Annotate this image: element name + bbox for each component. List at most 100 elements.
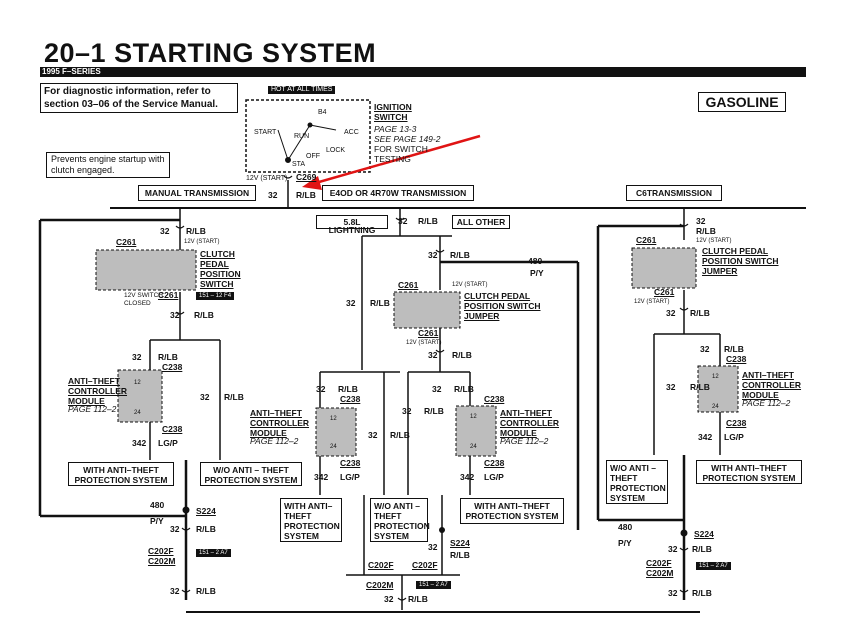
wire-342-ml: 342 <box>314 472 329 482</box>
with-antitheft-right: WITH ANTI–THEFT PROTECTION SYSTEM <box>696 460 802 484</box>
wire-32-left: 32 <box>160 226 170 236</box>
wire-342-mr: 342 <box>460 472 475 482</box>
wire-32-left-4: 32 <box>170 586 180 596</box>
wire-rlb-at-mr: R/LB <box>454 384 474 394</box>
connector-c238-left-lower: C238 <box>162 424 183 434</box>
connector-c202f-mr: C202F <box>412 560 438 570</box>
splice-tag-mid: 151 – 2 A7 <box>416 581 451 589</box>
splice-s224-right: S224 <box>694 529 714 539</box>
jumper-title-right: CLUTCH PEDAL POSITION SWITCH JUMPER <box>702 246 779 276</box>
wire-lgp-ml: LG/P <box>340 472 360 482</box>
connector-c238-right-lower: C238 <box>726 418 747 428</box>
connector-c202m-right: C202M <box>646 568 674 578</box>
connector-c238-right: C238 <box>726 354 747 364</box>
wire-32-left-3: 32 <box>170 524 180 534</box>
splice-tag-left: 151 – 2 A7 <box>196 549 231 557</box>
page-title: 20–1 STARTING SYSTEM <box>44 38 377 68</box>
wire-32-at-left: 32 <box>132 352 142 362</box>
connector-c261-left: C261 <box>116 237 137 247</box>
connector-c202m-left: C202M <box>148 556 176 566</box>
wire-32-at-ml: 32 <box>316 384 326 394</box>
connector-c202f-ml: C202F <box>368 560 394 570</box>
branch-manual: MANUAL TRANSMISSION <box>138 185 256 201</box>
wire-rlb-at-right: R/LB <box>724 344 744 354</box>
wire-rlb-jumper-2: R/LB <box>452 350 472 360</box>
connector-c261-mid-lower: C261 <box>418 328 439 338</box>
wire-480-left: 480 <box>150 500 165 510</box>
with-antitheft-mr: WITH ANTI–THEFT PROTECTION SYSTEM <box>460 498 564 524</box>
wire-rlb-mid: R/LB <box>418 216 438 226</box>
right-12v-start: 12V (START) <box>696 238 732 244</box>
wire-lgp-right: LG/P <box>724 432 744 442</box>
branch-e4od: E4OD OR 4R70W TRANSMISSION <box>322 185 474 201</box>
connector-c261-left-lower: C261 <box>158 290 179 300</box>
connector-c202f-right: C202F <box>646 558 672 568</box>
wire-32-mid: 32 <box>398 216 408 226</box>
without-antitheft-mid: W/O ANTI – THEFT PROTECTION SYSTEM <box>370 498 430 542</box>
antitheft-pin12-ml: 12 <box>330 416 337 422</box>
wire-32-mr-l: 32 <box>402 406 412 416</box>
wire-32-left-2: 32 <box>170 310 180 320</box>
wire-rlb-mid-3: R/LB <box>450 550 470 560</box>
wire-32-right-3: 32 <box>668 544 678 554</box>
jumper-12v-start: 12V (START) <box>452 282 488 288</box>
wire-480-mid: 480 <box>528 256 543 266</box>
model-bar: 1995 F–SERIES <box>40 67 806 77</box>
wire-rlb-left-2: R/LB <box>194 310 214 320</box>
antitheft-page-mr: PAGE 112–2 <box>500 436 549 446</box>
ignition-pos-lock: LOCK <box>326 147 346 154</box>
ignition-pos-run: RUN <box>294 133 310 140</box>
antitheft-page-left: PAGE 112–2 <box>68 404 117 414</box>
wire-32-at-left-r: 32 <box>200 392 210 402</box>
wire-rlb-right-4: R/LB <box>692 588 712 598</box>
wire-rlb-right-3: R/LB <box>692 544 712 554</box>
diagnostic-note: For diagnostic information, refer to sec… <box>40 83 238 113</box>
antitheft-title-left: ANTI–THEFT CONTROLLER MODULE <box>68 376 128 406</box>
wire-32-lightning: 32 <box>346 298 356 308</box>
wire-342-left: 342 <box>132 438 147 448</box>
branch-c6: C6TRANSMISSION <box>626 185 722 201</box>
wire-32-right-4: 32 <box>668 588 678 598</box>
connector-c238-mr-lower: C238 <box>484 458 505 468</box>
wire-32-jumper: 32 <box>428 250 438 260</box>
wire-rlb-jumper: R/LB <box>450 250 470 260</box>
clutch-switch-title: CLUTCH PEDAL POSITION SWITCH <box>200 249 241 289</box>
splice-s224-mid: S224 <box>450 538 470 548</box>
wire-lgp-left: LG/P <box>158 438 178 448</box>
ignition-pos-acc: ACC <box>344 129 359 136</box>
ignition-pos-sta: STA <box>292 161 306 168</box>
wire-rlb-left-4: R/LB <box>196 586 216 596</box>
wire-rlb-left-3: R/LB <box>196 524 216 534</box>
clutch-page-tag: 151 – 12 F4 <box>196 292 235 300</box>
wire-32-mid-3: 32 <box>428 542 438 552</box>
jumper-12v-start-lower: 12V (START) <box>406 340 442 346</box>
connector-c269: C269 <box>296 172 317 182</box>
engine-type-badge: GASOLINE <box>698 92 786 112</box>
connector-c202m-mid: C202M <box>366 580 394 590</box>
wire-rlb-ml-r: R/LB <box>390 430 410 440</box>
with-antitheft-ml: WITH ANTI–THEFT PROTECTION SYSTEM <box>280 498 342 542</box>
antitheft-page-ml: PAGE 112–2 <box>250 436 299 446</box>
right-12v-start-lower: 12V (START) <box>634 299 670 305</box>
connector-c261-mid: C261 <box>398 280 419 290</box>
jumper-title: CLUTCH PEDAL POSITION SWITCH JUMPER <box>464 291 541 321</box>
without-antitheft-left: W/O ANTI – THEFT PROTECTION SYSTEM <box>200 462 302 486</box>
antitheft-pin12-right: 12 <box>712 374 719 380</box>
connector-c261-right: C261 <box>636 235 657 245</box>
wire-lgp-mr: LG/P <box>484 472 504 482</box>
wire-rlb-at-ml: R/LB <box>338 384 358 394</box>
wire-rlb-at-left: R/LB <box>158 352 178 362</box>
model-label: 1995 F–SERIES <box>42 67 101 76</box>
hot-at-all-times-label: HOT AT ALL TIMES <box>268 86 336 94</box>
antitheft-pin24-right: 24 <box>712 404 719 410</box>
wire-32-top: 32 <box>268 190 278 200</box>
ignition-ref-for: FOR SWITCH <box>374 144 428 154</box>
wire-32-right: 32 <box>696 216 706 226</box>
ignition-pin-b4: B4 <box>318 109 327 116</box>
ignition-ref-see: SEE PAGE 149-2 <box>374 134 441 144</box>
wire-342-right: 342 <box>698 432 713 442</box>
wire-rlb-right-l: R/LB <box>690 382 710 392</box>
antitheft-title-ml: ANTI–THEFT CONTROLLER MODULE <box>250 408 310 438</box>
wire-32-right-2: 32 <box>666 308 676 318</box>
